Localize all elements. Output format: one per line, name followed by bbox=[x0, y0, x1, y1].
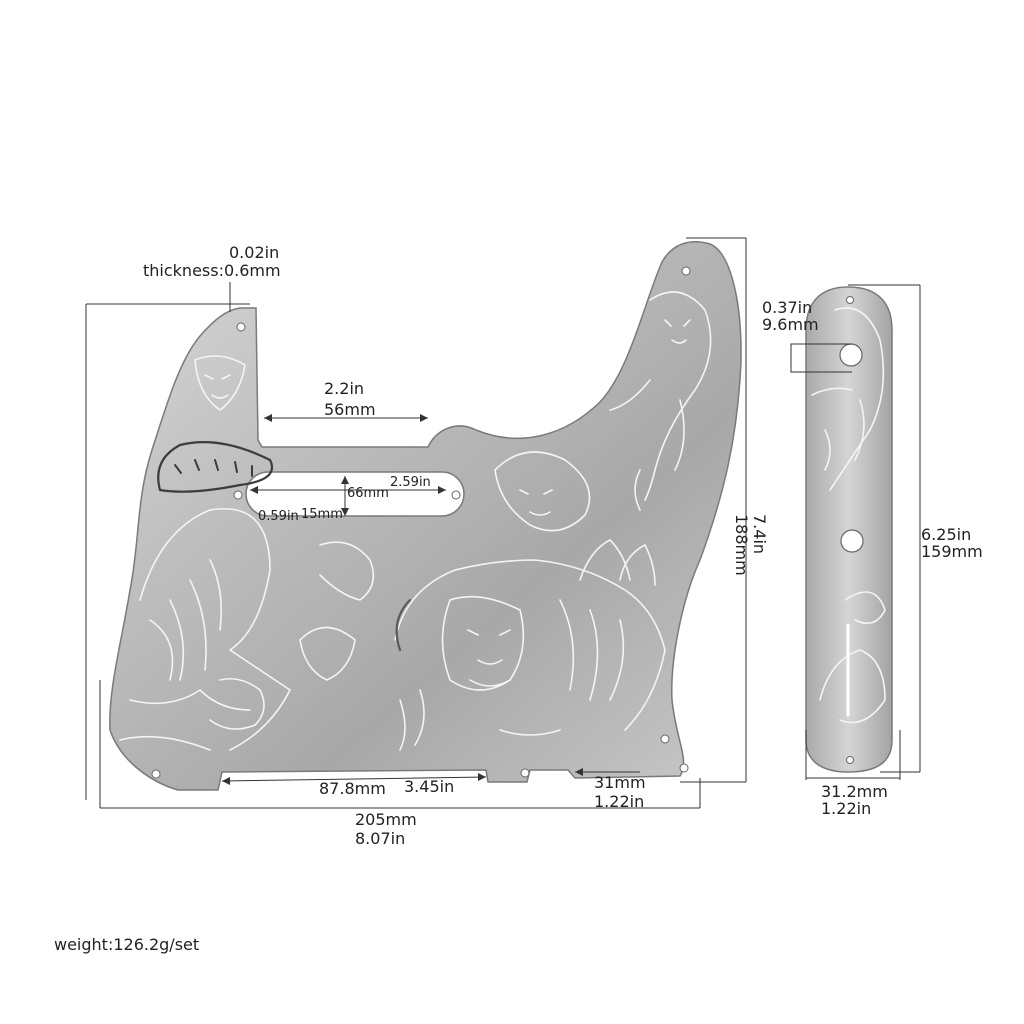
pickguard-screw-holes bbox=[151, 266, 691, 779]
thickness-mm-label: thickness:0.6mm bbox=[143, 261, 281, 280]
control-hole-inch-label: 0.37in bbox=[762, 298, 813, 317]
control-length-mm-label: 159mm bbox=[921, 542, 983, 561]
control-plate-tiger-art bbox=[811, 307, 886, 724]
control-hole-top bbox=[839, 343, 863, 367]
control-screw-bottom bbox=[846, 756, 854, 764]
pickup-slot-length-mm-label: 66mm bbox=[347, 486, 389, 501]
overall-width-inch-label: 8.07in bbox=[355, 829, 406, 848]
bottom-span-mm-label: 87.8mm bbox=[319, 779, 386, 798]
control-width-mm-label: 31.2mm bbox=[821, 782, 888, 801]
control-screw-top bbox=[846, 296, 854, 304]
dimension-arrowheads bbox=[222, 414, 583, 785]
control-hole-mm-label: 9.6mm bbox=[762, 315, 819, 334]
pickup-slot-length-inch-label: 2.59in bbox=[390, 475, 431, 490]
control-plate bbox=[805, 286, 893, 773]
tiger-engraving-art bbox=[119, 291, 712, 751]
thickness-inch-label: 0.02in bbox=[229, 243, 280, 262]
control-length-inch-label: 6.25in bbox=[921, 525, 972, 544]
bottom-right-inch-label: 1.22in bbox=[594, 792, 645, 811]
control-hole-bottom bbox=[840, 529, 864, 553]
control-width-inch-label: 1.22in bbox=[821, 799, 872, 818]
bottom-span-inch-label: 3.45in bbox=[404, 777, 455, 796]
pickup-slot bbox=[245, 471, 465, 517]
dimension-lines bbox=[85, 237, 921, 809]
overall-height-mm-label: 188mm bbox=[732, 514, 751, 576]
pickup-slot-width-mm-label: 15mm bbox=[301, 507, 343, 522]
pickup-slot-width-inch-label: 0.59in bbox=[258, 509, 299, 524]
neck-pocket-inch-label: 2.2in bbox=[324, 379, 365, 398]
overall-width-mm-label: 205mm bbox=[355, 810, 417, 829]
bottom-right-mm-label: 31mm bbox=[594, 773, 646, 792]
neck-pocket-mm-label: 56mm bbox=[324, 400, 376, 419]
overall-height-inch-label: 7.4in bbox=[750, 514, 769, 555]
weight-label: weight:126.2g/set bbox=[54, 935, 200, 954]
